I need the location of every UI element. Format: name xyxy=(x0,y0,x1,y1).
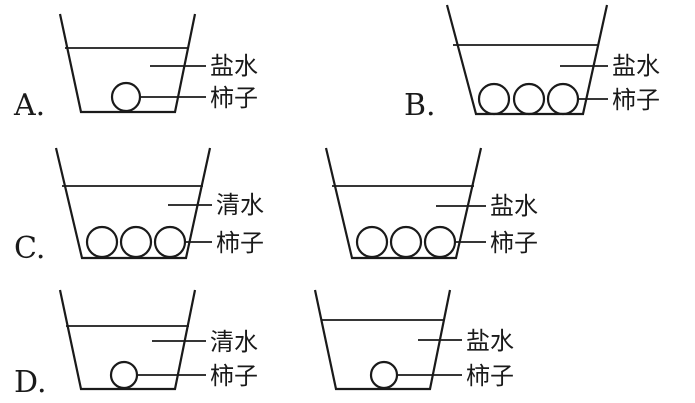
label-liquid: 盐水 xyxy=(490,192,538,220)
beaker-c-left-outline xyxy=(54,147,212,260)
label-fruit: 柿子 xyxy=(216,229,264,257)
beaker-b-outline xyxy=(445,4,609,116)
beaker-d-left: 清水 柿子 xyxy=(58,289,258,391)
label-fruit: 柿子 xyxy=(490,229,538,257)
option-label-d: D. xyxy=(14,365,47,400)
label-liquid: 盐水 xyxy=(612,52,660,80)
beaker-b: 盐水 柿子 xyxy=(445,4,660,116)
beaker-a-outline xyxy=(58,13,197,114)
label-fruit: 柿子 xyxy=(210,362,258,390)
persimmon xyxy=(369,360,399,390)
option-label-a: A. xyxy=(13,88,45,123)
persimmon xyxy=(423,225,457,259)
persimmon xyxy=(110,81,142,113)
persimmon xyxy=(85,225,119,259)
persimmon xyxy=(389,225,423,259)
label-fruit: 柿子 xyxy=(466,362,514,390)
persimmon xyxy=(512,82,546,116)
option-label-c: C. xyxy=(14,231,45,266)
label-fruit: 柿子 xyxy=(612,86,660,114)
label-liquid: 盐水 xyxy=(210,52,258,80)
beaker-d-right: 盐水 柿子 xyxy=(313,289,514,391)
beaker-d-left-outline xyxy=(58,289,197,391)
beaker-c-right: 盐水 柿子 xyxy=(324,147,538,260)
label-liquid: 盐水 xyxy=(466,327,514,355)
label-liquid: 清水 xyxy=(216,191,264,219)
beaker-c-left: 清水 柿子 xyxy=(54,147,264,260)
persimmon xyxy=(109,360,139,390)
persimmon xyxy=(153,225,187,259)
beaker-a: 盐水 柿子 xyxy=(58,13,258,114)
persimmon xyxy=(546,82,580,116)
label-liquid: 清水 xyxy=(210,328,258,356)
persimmon xyxy=(119,225,153,259)
persimmon xyxy=(355,225,389,259)
label-fruit: 柿子 xyxy=(210,84,258,112)
persimmon xyxy=(477,82,511,116)
beaker-c-right-outline xyxy=(324,147,483,260)
option-label-b: B. xyxy=(404,88,436,123)
